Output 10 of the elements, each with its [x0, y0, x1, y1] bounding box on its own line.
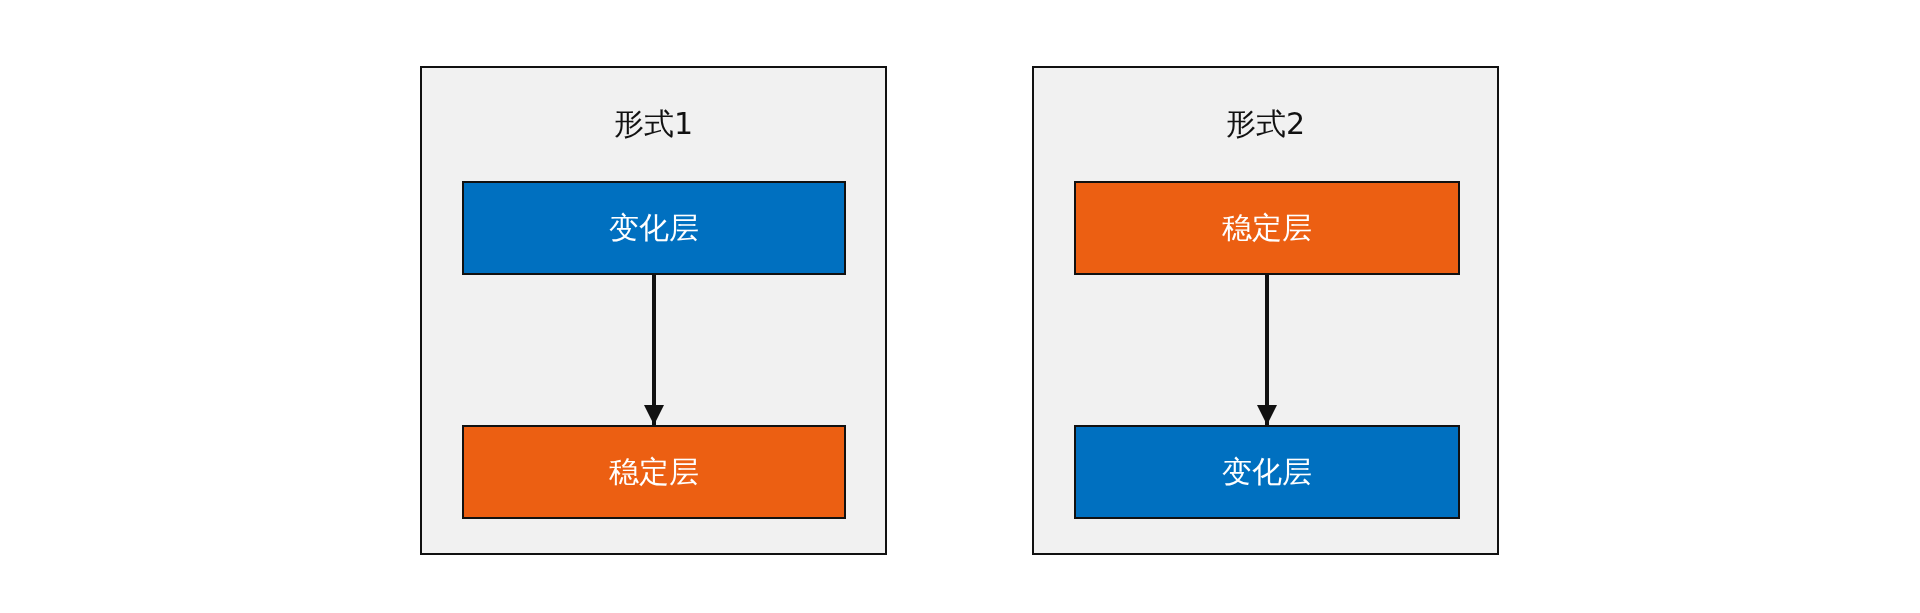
layer-box: 稳定层 [462, 425, 846, 519]
arrow [644, 275, 664, 425]
layer-box: 变化层 [1074, 425, 1460, 519]
panel-title: 形式2 [1225, 106, 1306, 141]
panel [1032, 66, 1499, 555]
layer-box: 变化层 [462, 181, 846, 275]
layer-box: 稳定层 [1074, 181, 1460, 275]
panel [420, 66, 887, 555]
panel-title: 形式1 [613, 106, 694, 141]
arrow [1257, 275, 1277, 425]
